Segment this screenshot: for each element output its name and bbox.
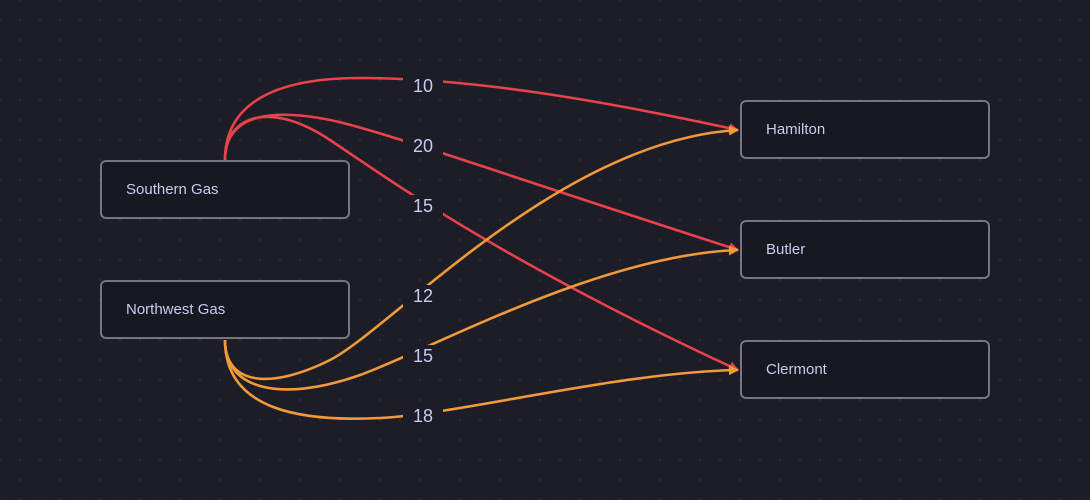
edge-label-southern-clermont: 15 — [403, 195, 443, 217]
node-hamilton[interactable]: Hamilton — [740, 100, 990, 159]
edge-northwest-butler — [223, 245, 739, 391]
edge-label-northwest-clermont: 18 — [403, 405, 443, 427]
edge-label-southern-butler: 20 — [403, 135, 443, 157]
node-label: Clermont — [766, 361, 827, 378]
node-southern-gas[interactable]: Southern Gas — [100, 160, 350, 219]
edge-southern-clermont — [223, 115, 739, 372]
node-clermont[interactable]: Clermont — [740, 340, 990, 399]
node-label: Northwest Gas — [126, 301, 226, 318]
edge-northwest-clermont — [223, 339, 739, 420]
edge-label-northwest-hamilton: 12 — [403, 285, 443, 307]
edge-label-southern-hamilton: 10 — [403, 75, 443, 97]
node-northwest-gas[interactable]: Northwest Gas — [100, 280, 350, 339]
node-label: Hamilton — [766, 121, 826, 138]
node-label: Butler — [766, 241, 806, 258]
edge-northwest-hamilton — [223, 125, 739, 381]
node-label: Southern Gas — [126, 181, 219, 198]
node-butler[interactable]: Butler — [740, 220, 990, 279]
edge-label-northwest-butler: 15 — [403, 345, 443, 367]
edge-southern-hamilton — [223, 76, 739, 161]
